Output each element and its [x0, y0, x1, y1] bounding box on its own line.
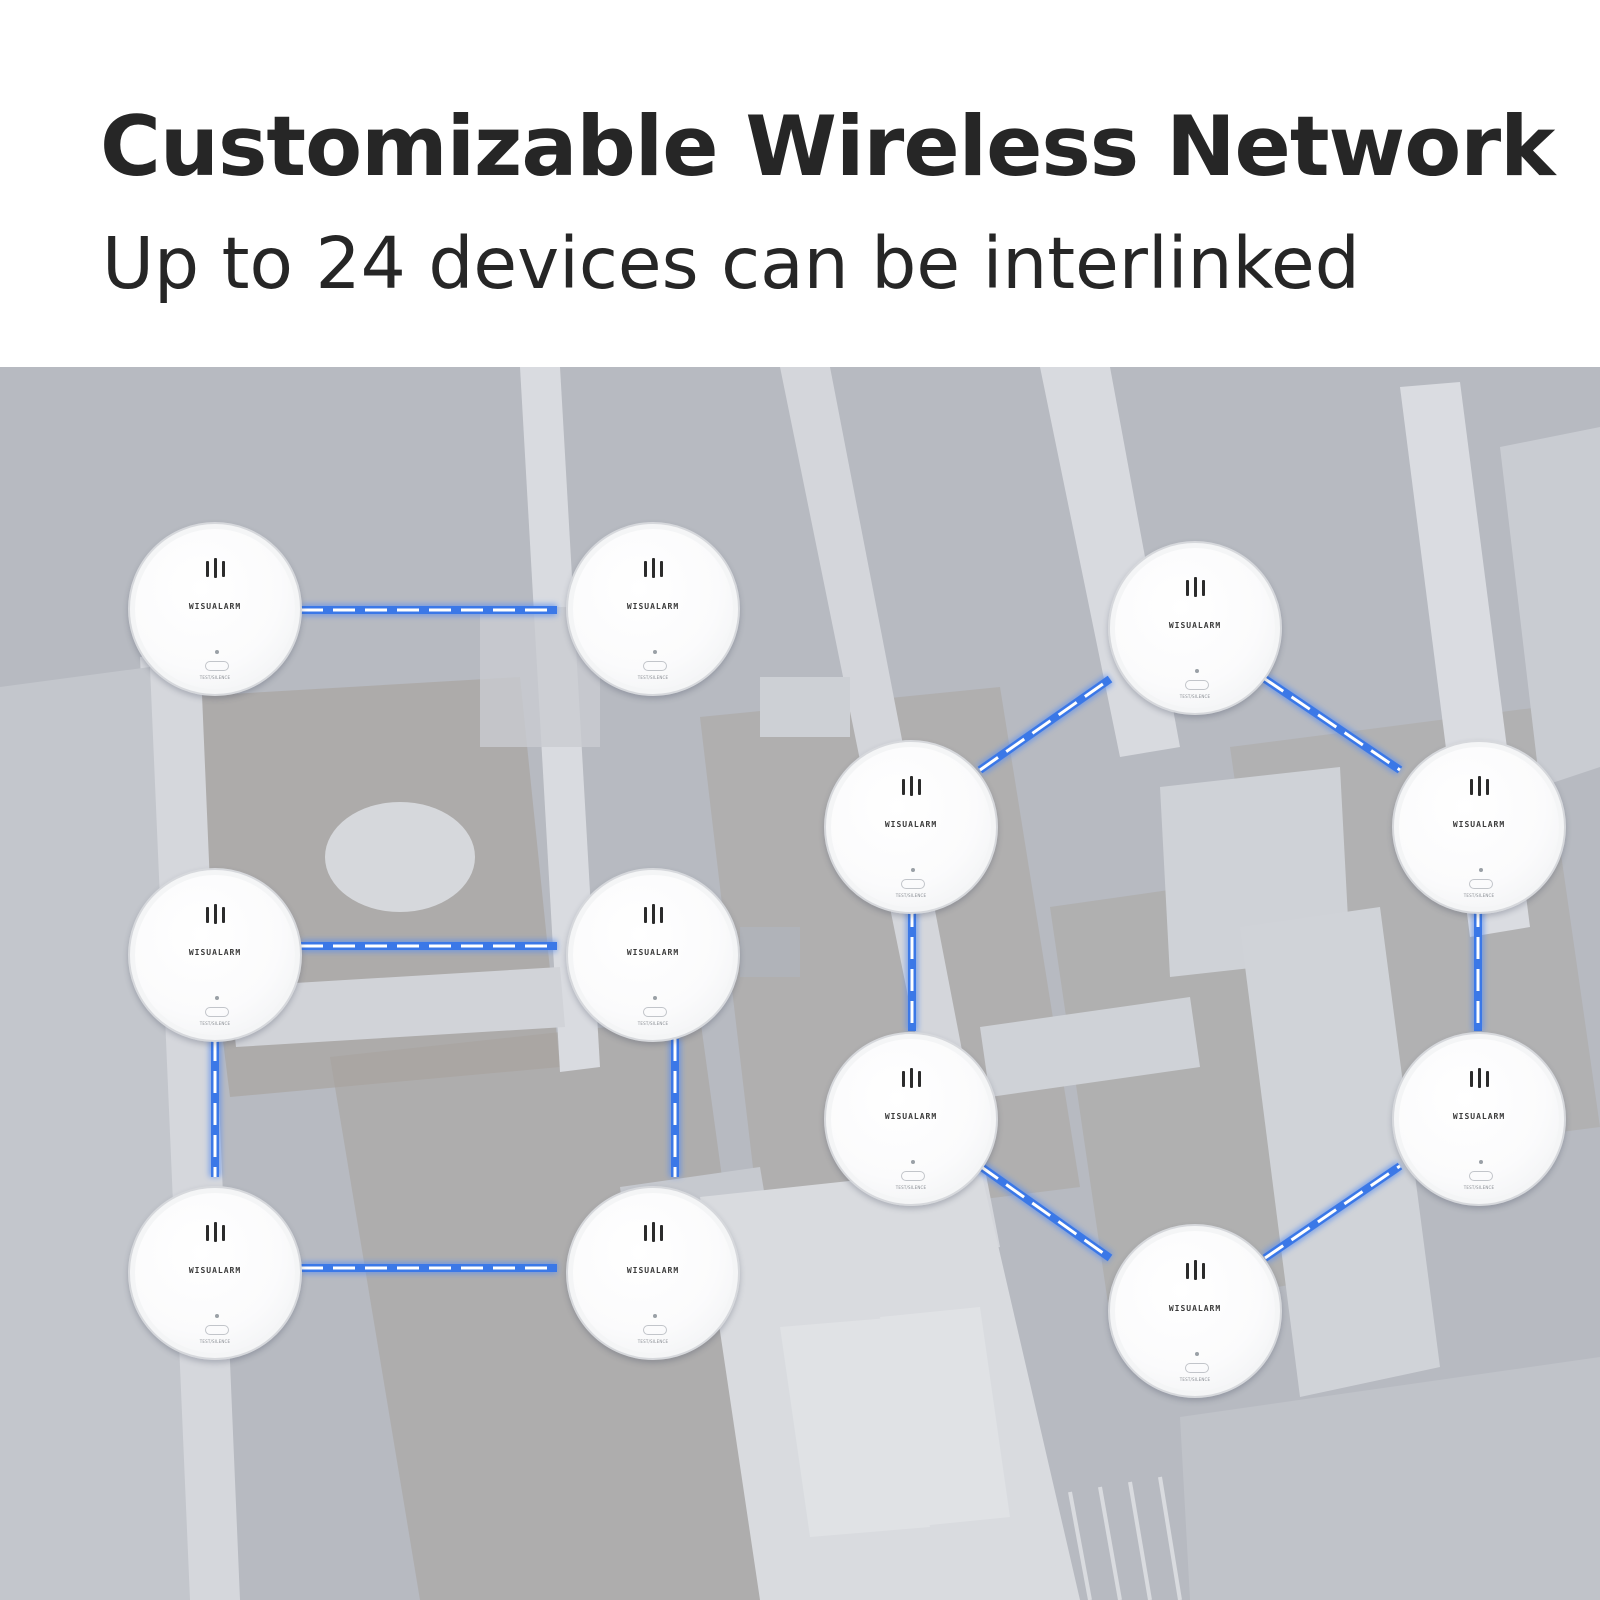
- test-silence-label: TEST/SILENCE: [637, 1339, 669, 1344]
- led-indicator: [1195, 669, 1199, 673]
- sound-vent-icon: [206, 904, 226, 924]
- sound-vent-icon: [902, 1068, 922, 1088]
- test-silence-button: [1469, 879, 1493, 889]
- led-indicator: [1479, 1160, 1483, 1164]
- test-silence-button: [643, 661, 667, 671]
- smoke-detector-icon: WISUALARM TEST/SILENCE: [824, 1032, 998, 1206]
- sound-vent-icon: [644, 558, 664, 578]
- smoke-detector-icon: WISUALARM TEST/SILENCE: [1392, 740, 1566, 914]
- led-indicator: [911, 1160, 915, 1164]
- led-indicator: [215, 996, 219, 1000]
- sound-vent-icon: [902, 776, 922, 796]
- smoke-detector-icon: WISUALARM TEST/SILENCE: [128, 868, 302, 1042]
- smoke-detector-icon: WISUALARM TEST/SILENCE: [566, 522, 740, 696]
- page-title: Customizable Wireless Network: [100, 98, 1555, 195]
- led-indicator: [1479, 868, 1483, 872]
- test-silence-button: [643, 1007, 667, 1017]
- test-silence-button: [643, 1325, 667, 1335]
- smoke-detector-icon: WISUALARM TEST/SILENCE: [1108, 1224, 1282, 1398]
- test-silence-label: TEST/SILENCE: [637, 1021, 669, 1026]
- sound-vent-icon: [1186, 1260, 1206, 1280]
- test-silence-button: [205, 1325, 229, 1335]
- detector-brand: WISUALARM: [626, 1266, 680, 1275]
- smoke-detector-icon: WISUALARM TEST/SILENCE: [128, 1186, 302, 1360]
- test-silence-label: TEST/SILENCE: [1463, 1185, 1495, 1190]
- smoke-detector-icon: WISUALARM TEST/SILENCE: [128, 522, 302, 696]
- test-silence-label: TEST/SILENCE: [895, 1185, 927, 1190]
- detector-brand: WISUALARM: [884, 1112, 938, 1121]
- test-silence-button: [901, 1171, 925, 1181]
- sound-vent-icon: [206, 1222, 226, 1242]
- detector-brand: WISUALARM: [188, 1266, 242, 1275]
- led-indicator: [215, 1314, 219, 1318]
- sound-vent-icon: [1470, 1068, 1490, 1088]
- test-silence-label: TEST/SILENCE: [895, 893, 927, 898]
- detector-brand: WISUALARM: [1168, 621, 1222, 630]
- test-silence-button: [205, 1007, 229, 1017]
- detector-brand: WISUALARM: [188, 948, 242, 957]
- detector-brand: WISUALARM: [188, 602, 242, 611]
- test-silence-label: TEST/SILENCE: [1463, 893, 1495, 898]
- test-silence-label: TEST/SILENCE: [1179, 1377, 1211, 1382]
- detector-brand: WISUALARM: [626, 602, 680, 611]
- test-silence-label: TEST/SILENCE: [637, 675, 669, 680]
- test-silence-label: TEST/SILENCE: [199, 1339, 231, 1344]
- smoke-detector-icon: WISUALARM TEST/SILENCE: [824, 740, 998, 914]
- led-indicator: [911, 868, 915, 872]
- sound-vent-icon: [1186, 577, 1206, 597]
- test-silence-button: [1185, 1363, 1209, 1373]
- smoke-detector-icon: WISUALARM TEST/SILENCE: [1108, 541, 1282, 715]
- detector-brand: WISUALARM: [626, 948, 680, 957]
- sound-vent-icon: [644, 1222, 664, 1242]
- sound-vent-icon: [1470, 776, 1490, 796]
- header: Customizable Wireless Network Up to 24 d…: [0, 0, 1600, 367]
- detector-brand: WISUALARM: [1168, 1304, 1222, 1313]
- page-subtitle: Up to 24 devices can be interlinked: [102, 222, 1360, 305]
- test-silence-button: [205, 661, 229, 671]
- test-silence-label: TEST/SILENCE: [199, 675, 231, 680]
- led-indicator: [1195, 1352, 1199, 1356]
- sound-vent-icon: [206, 558, 226, 578]
- test-silence-label: TEST/SILENCE: [199, 1021, 231, 1026]
- detector-brand: WISUALARM: [1452, 820, 1506, 829]
- smoke-detector-icon: WISUALARM TEST/SILENCE: [566, 868, 740, 1042]
- test-silence-button: [1469, 1171, 1493, 1181]
- smoke-detector-icon: WISUALARM TEST/SILENCE: [1392, 1032, 1566, 1206]
- led-indicator: [653, 996, 657, 1000]
- sound-vent-icon: [644, 904, 664, 924]
- test-silence-button: [901, 879, 925, 889]
- test-silence-label: TEST/SILENCE: [1179, 694, 1211, 699]
- link-dashes: [213, 608, 1480, 1270]
- smoke-detector-icon: WISUALARM TEST/SILENCE: [566, 1186, 740, 1360]
- detector-brand: WISUALARM: [1452, 1112, 1506, 1121]
- led-indicator: [653, 1314, 657, 1318]
- led-indicator: [215, 650, 219, 654]
- test-silence-button: [1185, 680, 1209, 690]
- detector-brand: WISUALARM: [884, 820, 938, 829]
- led-indicator: [653, 650, 657, 654]
